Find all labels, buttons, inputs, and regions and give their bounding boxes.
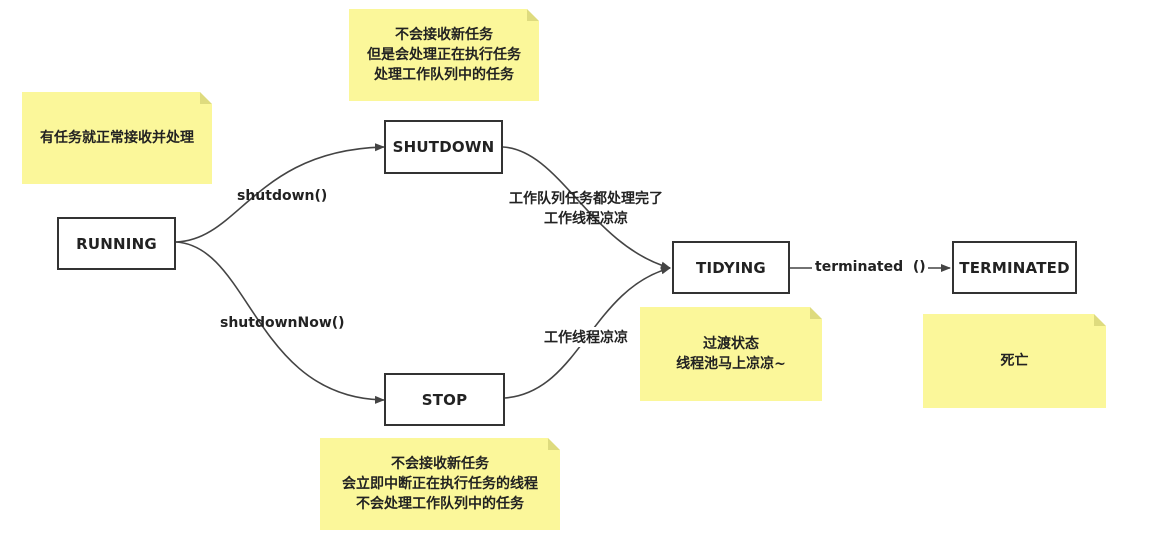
- note-stop-line-3: 不会处理工作队列中的任务: [356, 496, 524, 512]
- note-shutdown: 不会接收新任务 但是会处理正在执行任务 处理工作队列中的任务: [349, 9, 539, 101]
- state-running: RUNNING: [57, 217, 176, 270]
- note-stop: 不会接收新任务 会立即中断正在执行任务的线程 不会处理工作队列中的任务: [320, 438, 560, 530]
- label-shutdown-call: shutdown(): [237, 188, 328, 204]
- note-running-line: 有任务就正常接收并处理: [40, 130, 194, 146]
- state-stop: STOP: [384, 373, 505, 426]
- note-stop-line-2: 会立即中断正在执行任务的线程: [342, 476, 538, 492]
- note-running: 有任务就正常接收并处理: [22, 92, 212, 184]
- state-terminated-label: TERMINATED: [959, 258, 1070, 277]
- state-tidying: TIDYING: [672, 241, 790, 294]
- label-shutdown-to-tidying: 工作队列任务都处理完了 工作线程凉凉: [500, 189, 672, 229]
- state-terminated: TERMINATED: [952, 241, 1077, 294]
- note-stop-line-1: 不会接收新任务: [391, 456, 489, 472]
- note-shutdown-line-1: 不会接收新任务: [395, 27, 493, 43]
- label-terminated-call: terminated (): [815, 259, 926, 275]
- note-tidying-line-2: 线程池马上凉凉~: [676, 356, 786, 372]
- note-shutdown-line-3: 处理工作队列中的任务: [374, 67, 514, 83]
- state-shutdown: SHUTDOWN: [384, 120, 503, 174]
- edge-shutdown-to-tidying: [502, 146, 671, 270]
- state-running-label: RUNNING: [76, 234, 157, 253]
- state-shutdown-label: SHUTDOWN: [392, 138, 495, 156]
- note-terminated: 死亡: [923, 314, 1106, 408]
- label-shutdown-to-tidying-line-2: 工作线程凉凉: [544, 211, 628, 227]
- note-tidying: 过渡状态 线程池马上凉凉~: [640, 307, 822, 401]
- note-tidying-line-1: 过渡状态: [702, 336, 759, 352]
- note-shutdown-line-2: 但是会处理正在执行任务: [367, 47, 521, 63]
- label-shutdown-to-tidying-line-1: 工作队列任务都处理完了: [509, 191, 663, 207]
- label-shutdown-now-call: shutdownNow(): [220, 315, 345, 331]
- state-tidying-label: TIDYING: [696, 258, 766, 277]
- edge-running-to-stop: [175, 241, 385, 404]
- edge-running-to-shutdown: [175, 143, 385, 243]
- state-stop-label: STOP: [421, 390, 468, 409]
- label-stop-to-tidying: 工作线程凉凉: [544, 327, 628, 347]
- note-terminated-line: 死亡: [1000, 353, 1029, 369]
